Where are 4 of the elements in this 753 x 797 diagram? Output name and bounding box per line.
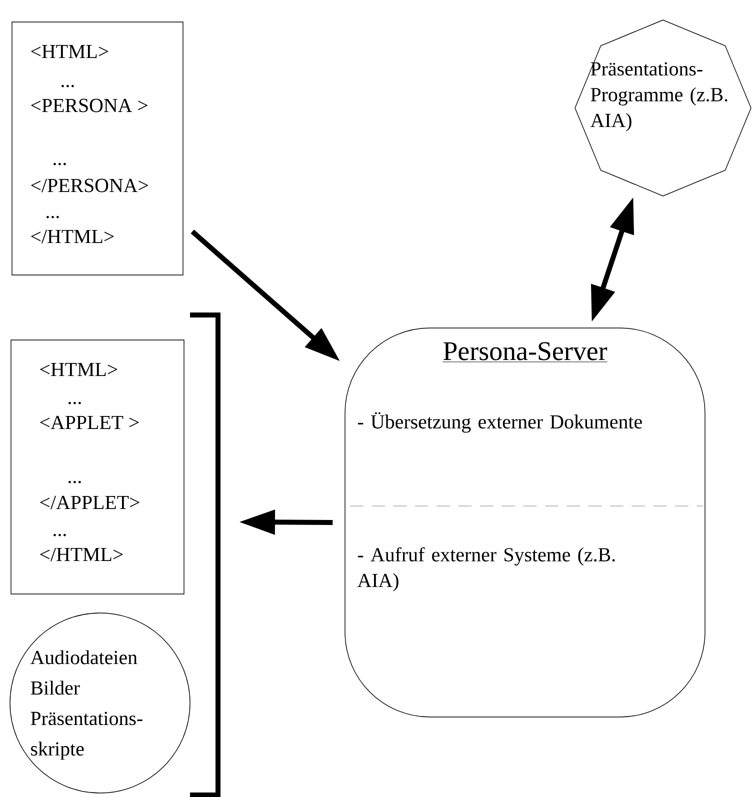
code-box: <HTML> ... <APPLET > ... </APPLET> ... </HTML> — [10, 340, 184, 594]
octagon: Präsentations-Programme (z.B. AIA) — [574, 20, 752, 196]
server-box: Persona-Server - Übersetzung externer Dokumente - Aufruf externer Systeme (z.B. AIA) — [344, 328, 706, 718]
code-box: <HTML> ... <PERSONA > ... </PERSONA> ... </HTML> — [12, 22, 184, 276]
